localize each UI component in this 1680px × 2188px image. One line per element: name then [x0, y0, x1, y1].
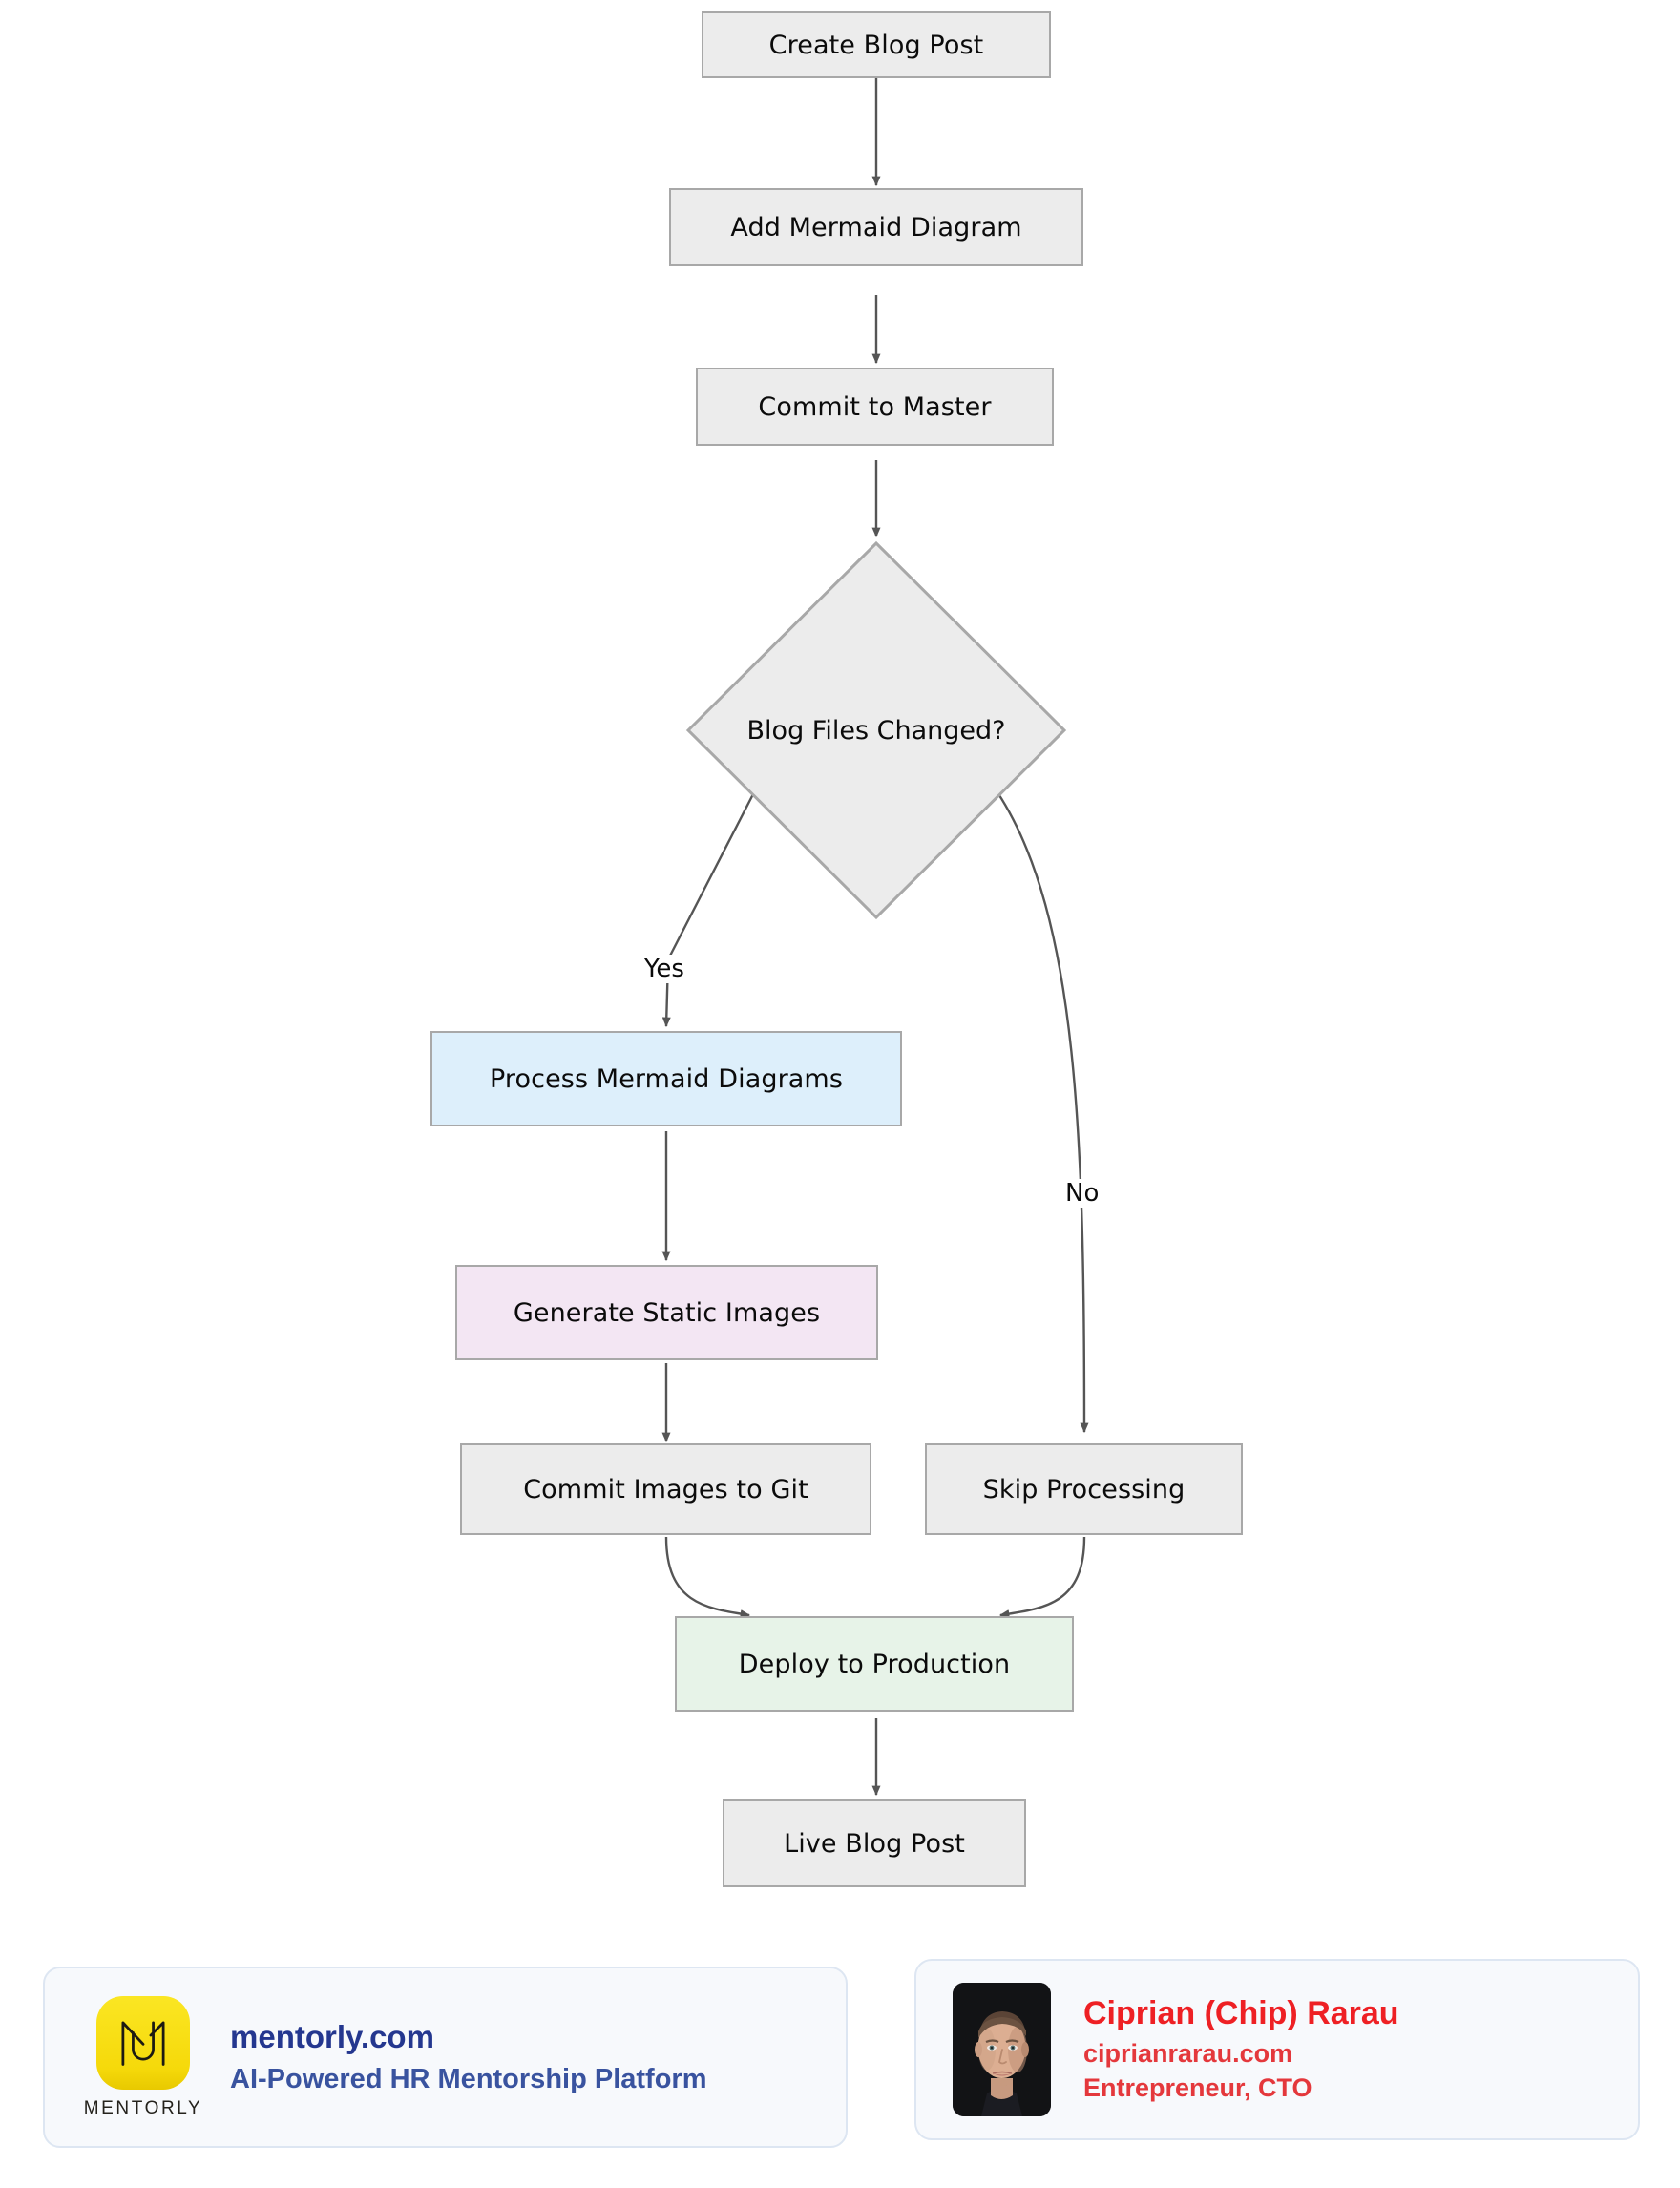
- node-commit-images-to-git[interactable]: Commit Images to Git: [460, 1443, 872, 1535]
- mentorly-text-block: mentorly.com AI-Powered HR Mentorship Pl…: [230, 2018, 707, 2096]
- node-label: Skip Processing: [982, 1474, 1186, 1504]
- mentorly-title: mentorly.com: [230, 2019, 434, 2055]
- node-label: Commit Images to Git: [523, 1474, 808, 1504]
- mentorly-m-glyph: [121, 2020, 165, 2066]
- person-role: Entrepreneur, CTO: [1083, 2073, 1312, 2103]
- node-add-mermaid-diagram[interactable]: Add Mermaid Diagram: [669, 188, 1083, 266]
- edge-label-no: No: [1062, 1179, 1102, 1208]
- node-label: Blog Files Changed?: [746, 715, 1006, 746]
- diamond-shape: [685, 540, 1067, 920]
- mentorly-logo-block: MENTORLY: [83, 1995, 203, 2119]
- node-deploy-to-production[interactable]: Deploy to Production: [675, 1616, 1074, 1712]
- node-blog-files-changed-decision[interactable]: Blog Files Changed?: [685, 540, 1067, 920]
- node-label: Add Mermaid Diagram: [730, 212, 1022, 242]
- edge-decision-no-to-skip: [996, 791, 1089, 1434]
- node-label: Process Mermaid Diagrams: [490, 1063, 843, 1094]
- flowchart-canvas: Create Blog Post Add Mermaid Diagram Com…: [430, 11, 1243, 1887]
- node-live-blog-post[interactable]: Live Blog Post: [723, 1799, 1026, 1887]
- edge-skip-to-deploy: [998, 1536, 1086, 1619]
- flowchart-connectors: [662, 76, 1089, 1797]
- person-name: Ciprian (Chip) Rarau: [1083, 1995, 1399, 2032]
- node-commit-to-master[interactable]: Commit to Master: [696, 368, 1054, 446]
- avatar: [953, 1983, 1051, 2116]
- node-generate-static-images[interactable]: Generate Static Images: [455, 1265, 878, 1360]
- node-label: Live Blog Post: [784, 1828, 965, 1859]
- edge-label-yes: Yes: [641, 955, 687, 983]
- node-create-blog-post[interactable]: Create Blog Post: [702, 11, 1051, 78]
- person-promo-card[interactable]: Ciprian (Chip) Rarau ciprianrarau.com En…: [914, 1959, 1640, 2140]
- edge-commitimages-to-deploy: [664, 1536, 751, 1619]
- footer-bar: MENTORLY mentorly.com AI-Powered HR Ment…: [0, 1959, 1680, 2188]
- node-label: Create Blog Post: [768, 30, 984, 60]
- node-label: Generate Static Images: [513, 1297, 821, 1328]
- mentorly-wordmark: MENTORLY: [83, 2097, 203, 2118]
- node-process-mermaid-diagrams[interactable]: Process Mermaid Diagrams: [430, 1031, 902, 1126]
- person-website: ciprianrarau.com: [1083, 2038, 1293, 2068]
- avatar-portrait-image: [953, 1983, 1051, 2116]
- node-label: Commit to Master: [758, 391, 992, 422]
- person-text-block: Ciprian (Chip) Rarau ciprianrarau.com En…: [1083, 1994, 1399, 2105]
- mentorly-subtitle: AI-Powered HR Mentorship Platform: [230, 2063, 707, 2094]
- mentorly-promo-card[interactable]: MENTORLY mentorly.com AI-Powered HR Ment…: [43, 1967, 848, 2148]
- node-label: Deploy to Production: [738, 1649, 1011, 1679]
- node-skip-processing[interactable]: Skip Processing: [925, 1443, 1243, 1535]
- mentorly-logo-icon: [96, 1995, 190, 2090]
